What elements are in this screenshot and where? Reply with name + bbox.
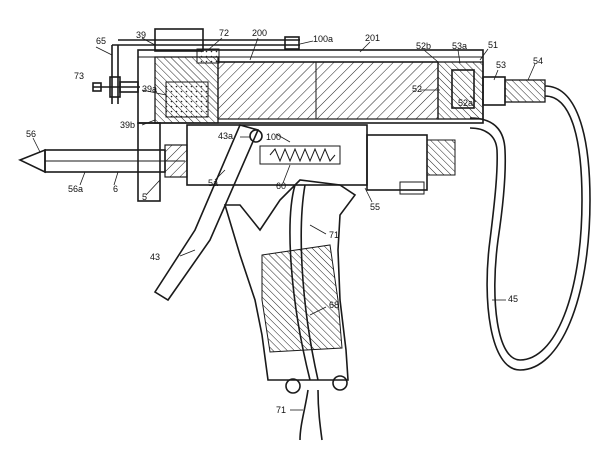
label-39a: 39a	[142, 84, 157, 94]
label-72: 72	[219, 28, 229, 38]
label-39b: 39b	[120, 120, 135, 130]
label-54: 54	[533, 56, 543, 66]
cylinder-body	[137, 49, 484, 124]
label-52: 52	[412, 84, 422, 94]
handle-68	[223, 179, 357, 441]
label-52a: 52a	[458, 98, 473, 108]
hose	[469, 85, 591, 371]
label-71b: 71	[276, 405, 286, 415]
leader-lines	[32, 37, 536, 411]
label-39: 39	[136, 30, 146, 40]
right-end-cap	[437, 61, 546, 120]
label-60: 60	[276, 181, 286, 191]
label-201: 201	[365, 33, 380, 43]
lower-body	[186, 124, 456, 195]
label-56a: 56a	[68, 184, 83, 194]
trigger-43	[153, 124, 263, 302]
label-53a: 53a	[452, 41, 467, 51]
left-block	[154, 28, 220, 124]
label-45: 45	[508, 294, 518, 304]
label-51: 51	[488, 40, 498, 50]
valve-73	[92, 76, 140, 98]
label-100: 100	[266, 132, 281, 142]
label-68: 68	[329, 300, 339, 310]
reference-labels: 39 72 200 100a 201 52b 53a 51 54 65 73 3…	[26, 28, 543, 415]
nozzle-56	[18, 122, 188, 202]
label-56: 56	[26, 129, 36, 139]
label-55: 55	[370, 202, 380, 212]
label-52b: 52b	[416, 41, 431, 51]
label-5: 5	[142, 192, 147, 202]
label-43a: 43a	[218, 131, 233, 141]
label-73: 73	[74, 71, 84, 81]
label-43: 43	[150, 252, 160, 262]
label-6: 6	[113, 184, 118, 194]
label-200: 200	[252, 28, 267, 38]
label-53: 53	[496, 60, 506, 70]
label-100a: 100a	[313, 34, 333, 44]
label-71: 71	[329, 230, 339, 240]
label-65: 65	[96, 36, 106, 46]
label-5a: 5a	[208, 178, 218, 188]
spring-60	[259, 145, 341, 165]
